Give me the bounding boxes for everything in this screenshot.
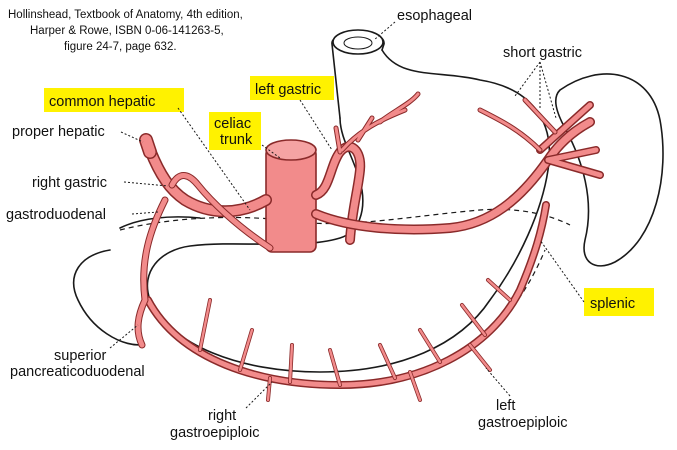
celiac-trunk-vessel xyxy=(265,139,317,253)
label-celiac: celiac xyxy=(214,116,251,132)
leader-splenic xyxy=(539,239,585,303)
label-right-gastric: right gastric xyxy=(32,175,107,191)
leader-right-gastric xyxy=(123,181,169,187)
label-short-gastric: short gastric xyxy=(503,45,582,61)
esophagus-lumen xyxy=(343,36,373,50)
label-right: right xyxy=(208,408,236,424)
pancreas-outline xyxy=(119,208,571,231)
label-trunk: trunk xyxy=(220,132,253,148)
proper-hepatic-artery xyxy=(140,134,156,158)
label-pancreaticoduodenal: pancreaticoduodenal xyxy=(10,364,145,380)
short-gastric-arteries xyxy=(478,98,557,152)
common-hepatic-artery xyxy=(145,145,271,216)
highlight-common-hepatic xyxy=(44,88,184,112)
esophagus-opening xyxy=(332,29,384,55)
leader-short-gastric xyxy=(514,61,557,119)
leader-gastroduodenal xyxy=(131,211,159,215)
duodenum-outline xyxy=(73,249,141,346)
leader-left-gastric xyxy=(299,99,333,151)
splenic-hilar-branches xyxy=(537,102,603,178)
label-splenic: splenic xyxy=(590,296,635,312)
splenic-artery xyxy=(312,118,594,233)
label-esophageal: esophageal xyxy=(397,8,472,24)
leader-proper-hepatic xyxy=(120,131,144,143)
citation-line-1: Hollinshead, Textbook of Anatomy, 4th ed… xyxy=(8,9,243,21)
label-gastroduodenal: gastroduodenal xyxy=(6,207,106,223)
label-superior: superior xyxy=(54,348,107,364)
arteries xyxy=(134,91,604,402)
label-left-gastroepiploic: gastroepiploic xyxy=(478,415,567,431)
gastroduodenal-artery xyxy=(135,197,168,348)
leader-left-gastroepiploic xyxy=(485,367,511,397)
citation-line-3: figure 24-7, page 632. xyxy=(64,41,177,53)
label-left: left xyxy=(496,398,515,414)
label-right-gastroepiploic: gastroepiploic xyxy=(170,425,259,441)
left-gastric-branches xyxy=(334,92,420,154)
highlight-celiac-trunk xyxy=(209,112,261,150)
right-gastric-artery xyxy=(169,173,273,251)
leader-esophageal xyxy=(373,21,396,41)
left-gastric-artery xyxy=(312,143,364,244)
gastroepiploic-branches xyxy=(198,278,512,402)
highlight-left-gastric xyxy=(250,76,334,100)
label-proper-hepatic: proper hepatic xyxy=(12,124,105,140)
citation-line-2: Harper & Rowe, ISBN 0-06-141263-5, xyxy=(30,25,224,37)
leader-common-hepatic xyxy=(177,107,251,211)
leader-lines xyxy=(109,21,585,409)
highlight-splenic xyxy=(584,288,654,316)
label-common-hepatic: common hepatic xyxy=(49,94,155,110)
label-left-gastric: left gastric xyxy=(255,82,321,98)
